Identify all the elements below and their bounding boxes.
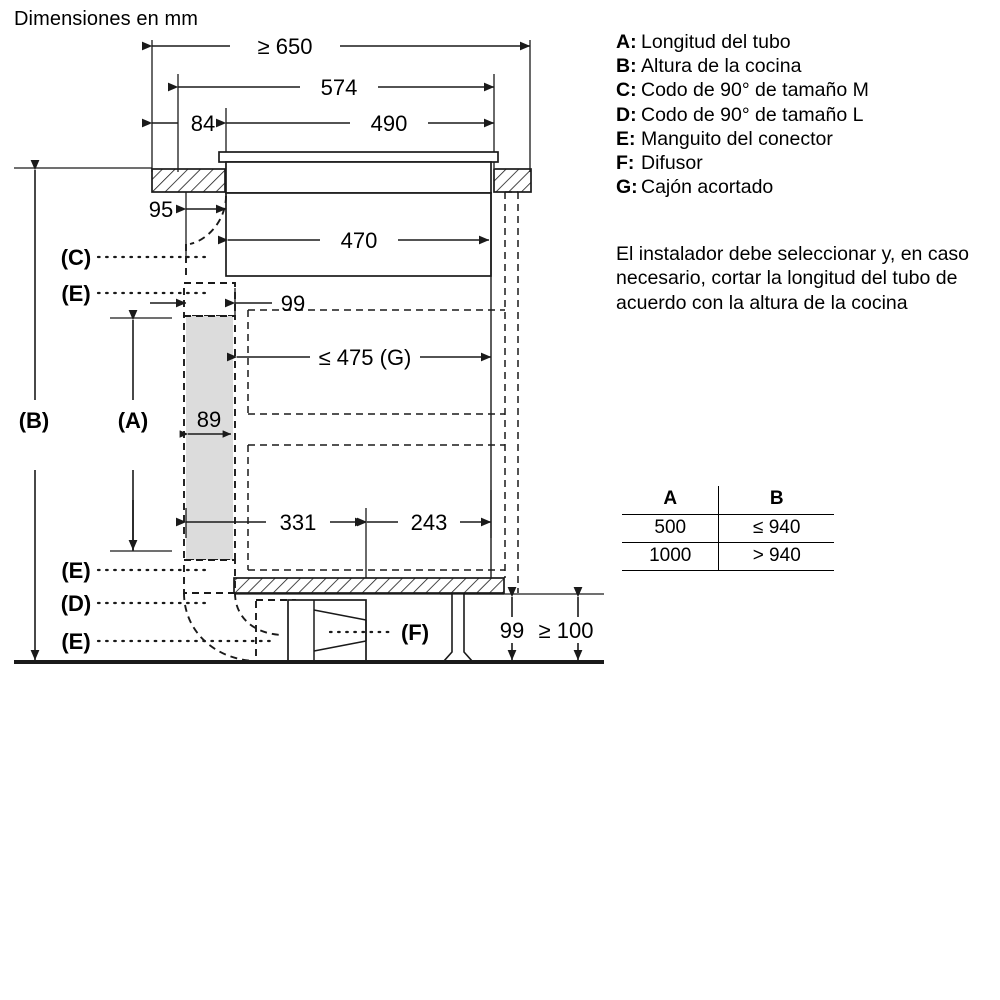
leader-lines	[96, 255, 278, 643]
drawer-box-upper	[247, 309, 505, 415]
label-99-top: 99	[281, 291, 305, 316]
table-cell-b-2: > 940	[718, 542, 834, 571]
table-header-a: A	[622, 486, 720, 515]
table-cell-b-1: ≤ 940	[718, 514, 834, 543]
label-243: 243	[411, 510, 448, 535]
table-header-b: B	[718, 486, 834, 515]
table-row: 1000 > 940	[622, 542, 834, 571]
label-331: 331	[280, 510, 317, 535]
label-470: 470	[341, 228, 378, 253]
label-84: 84	[191, 111, 215, 136]
legend-key-c: C:	[616, 79, 637, 102]
extension-331-243	[185, 490, 492, 578]
legend-item-c: C: Codo de 90° de tamaño M	[616, 78, 996, 102]
legend-label-c: Codo de 90° de tamaño M	[641, 79, 869, 102]
label-475-G: ≤ 475 (G)	[319, 345, 412, 370]
elbow-d-90deg	[183, 592, 283, 662]
legend-item-b: B: Altura de la cocina	[616, 54, 996, 78]
extension-A	[110, 317, 172, 552]
legend-key-f: F:	[616, 152, 635, 175]
connector-sleeve-upper	[183, 282, 236, 317]
hob-body	[225, 192, 492, 277]
elbow-c-90deg	[189, 195, 227, 245]
label-650: ≥ 650	[258, 34, 313, 59]
worktop-left	[151, 168, 226, 193]
installer-note: El instalador debe seleccionar y, en cas…	[616, 243, 970, 314]
legend-item-d: D: Codo de 90° de tamaño L	[616, 103, 996, 127]
legend-item-e: E: Manguito del conector	[616, 127, 996, 151]
label-574: 574	[321, 75, 358, 100]
callout-E-bottom: (E)	[61, 629, 90, 654]
legend-key-d: D:	[616, 103, 637, 126]
legend: A: Longitud del tubo B: Altura de la coc…	[616, 30, 996, 199]
legend-label-d: Codo de 90° de tamaño L	[641, 103, 864, 126]
label-89: 89	[197, 407, 221, 432]
cabinet-carcase	[504, 191, 519, 593]
page-title: Dimensiones en mm	[14, 8, 198, 30]
legend-label-g: Cajón acortado	[641, 176, 774, 199]
table-header-row: A B	[622, 486, 834, 515]
connector-sleeve-lower	[183, 559, 236, 594]
legend-key-g: G:	[616, 176, 638, 199]
legend-label-a: Longitud del tubo	[641, 31, 791, 53]
hob-glass-top	[218, 151, 499, 163]
callout-D: (D)	[61, 591, 92, 616]
label-490: 490	[371, 111, 408, 136]
label-99-bottom: 99	[500, 618, 524, 643]
callout-C: (C)	[61, 245, 92, 270]
label-min-100: ≥ 100	[539, 618, 594, 643]
legend-item-g: G: Cajón acortado	[616, 175, 996, 199]
legend-key-a: A:	[616, 31, 637, 53]
hob-upper-frame	[225, 161, 492, 194]
table-cell-a-2: 1000	[622, 542, 720, 571]
base-shelf	[233, 577, 505, 595]
legend-key-b: B:	[616, 55, 637, 78]
worktop-right	[493, 168, 532, 193]
legend-label-e: Manguito del conector	[641, 127, 833, 150]
table-row: 500 ≤ 940	[622, 514, 834, 543]
callout-E-lower: (E)	[61, 558, 90, 583]
callout-F: (F)	[401, 620, 429, 645]
legend-label-b: Altura de la cocina	[641, 55, 802, 78]
callout-B: (B)	[19, 408, 50, 433]
legend-label-f: Difusor	[641, 152, 703, 175]
callout-A: (A)	[118, 408, 149, 433]
callout-E-upper: (E)	[61, 281, 90, 306]
legend-item-f: F: Difusor	[616, 151, 996, 175]
pipe-column	[183, 315, 236, 561]
legend-item-a: A: Longitud del tubo	[616, 30, 996, 54]
diffuser-housing	[287, 599, 367, 662]
table-cell-a-1: 500	[622, 514, 720, 543]
label-95: 95	[149, 197, 173, 222]
dimension-table: A B 500 ≤ 940 1000 > 940	[622, 486, 834, 571]
drawer-box-lower	[247, 444, 505, 571]
cabinet-leg	[442, 594, 474, 662]
legend-key-e: E:	[616, 127, 636, 150]
